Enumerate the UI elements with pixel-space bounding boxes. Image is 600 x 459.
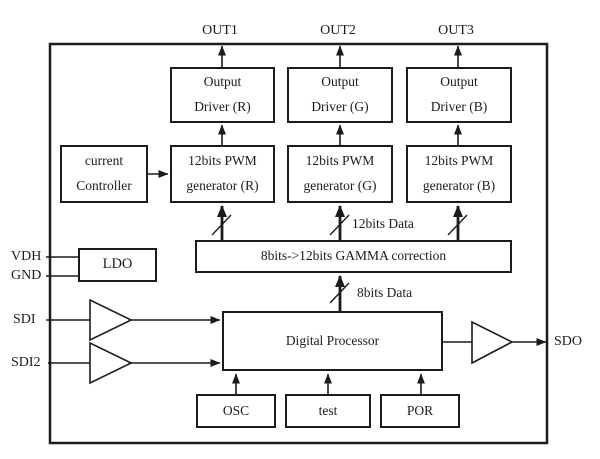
buffer-triangle-sdo-icon bbox=[471, 320, 514, 365]
block-current-controller-line1: current bbox=[84, 153, 124, 169]
block-output-driver-r: Output Driver (R) bbox=[170, 67, 275, 123]
block-output-driver-r-line1: Output bbox=[203, 74, 242, 90]
block-test: test bbox=[285, 394, 371, 428]
block-pwm-generator-b: 12bits PWM generator (B) bbox=[406, 145, 512, 203]
pin-out2: OUT2 bbox=[320, 23, 356, 38]
block-gamma-correction: 8bits->12bits GAMMA correction bbox=[195, 240, 512, 273]
block-output-driver-r-line2: Driver (R) bbox=[194, 99, 251, 114]
block-test-label: test bbox=[318, 402, 338, 418]
block-output-driver-g: Output Driver (G) bbox=[287, 67, 393, 123]
chip-boundary bbox=[48, 42, 549, 445]
block-pwm-generator-r: 12bits PWM generator (R) bbox=[170, 145, 275, 203]
block-digital-processor: Digital Processor bbox=[222, 311, 443, 371]
block-digital-processor-label: Digital Processor bbox=[285, 332, 380, 348]
bus-width-slash-b bbox=[447, 214, 468, 236]
pin-sdo: SDO bbox=[554, 334, 583, 349]
bus-label-12bits-data: 12bits Data bbox=[352, 216, 414, 231]
bus-width-slash-g bbox=[329, 214, 350, 236]
pin-out1: OUT1 bbox=[202, 23, 238, 38]
block-ldo-label: LDO bbox=[102, 256, 133, 273]
block-por: POR bbox=[380, 394, 460, 428]
buffer-triangle-sdi-icon bbox=[89, 298, 133, 342]
block-pwm-generator-g: 12bits PWM generator (G) bbox=[287, 145, 393, 203]
block-osc-label: OSC bbox=[222, 402, 250, 418]
block-pwm-generator-b-line1: 12bits PWM bbox=[424, 153, 494, 169]
block-ldo: LDO bbox=[78, 248, 157, 282]
block-pwm-generator-r-line2: generator (R) bbox=[186, 178, 259, 193]
pin-out3: OUT3 bbox=[438, 23, 474, 38]
pin-sdi2: SDI2 bbox=[11, 355, 41, 370]
block-output-driver-b-line1: Output bbox=[440, 74, 478, 90]
block-osc: OSC bbox=[196, 394, 276, 428]
block-current-controller-line2: Controller bbox=[76, 178, 132, 193]
bus-width-slash-8bit bbox=[329, 282, 350, 304]
bus-label-8bits-data: 8bits Data bbox=[357, 285, 413, 300]
block-pwm-generator-g-line1: 12bits PWM bbox=[305, 153, 375, 169]
block-por-label: POR bbox=[406, 402, 434, 418]
block-output-driver-g-line1: Output bbox=[321, 74, 359, 90]
buffer-triangle-sdi2-icon bbox=[89, 341, 133, 385]
block-gamma-correction-label: 8bits->12bits GAMMA correction bbox=[260, 248, 447, 264]
block-output-driver-g-line2: Driver (G) bbox=[311, 99, 369, 114]
block-output-driver-b: Output Driver (B) bbox=[406, 67, 512, 123]
block-pwm-generator-g-line2: generator (G) bbox=[303, 178, 377, 193]
pin-vdh: VDH bbox=[11, 249, 42, 264]
block-pwm-generator-r-line1: 12bits PWM bbox=[188, 153, 257, 169]
block-current-controller: current Controller bbox=[60, 145, 148, 203]
bus-width-slash-r bbox=[211, 214, 232, 236]
block-output-driver-b-line2: Driver (B) bbox=[430, 99, 488, 114]
pin-gnd: GND bbox=[11, 268, 42, 283]
pin-sdi: SDI bbox=[13, 312, 36, 327]
block-pwm-generator-b-line2: generator (B) bbox=[422, 178, 496, 193]
